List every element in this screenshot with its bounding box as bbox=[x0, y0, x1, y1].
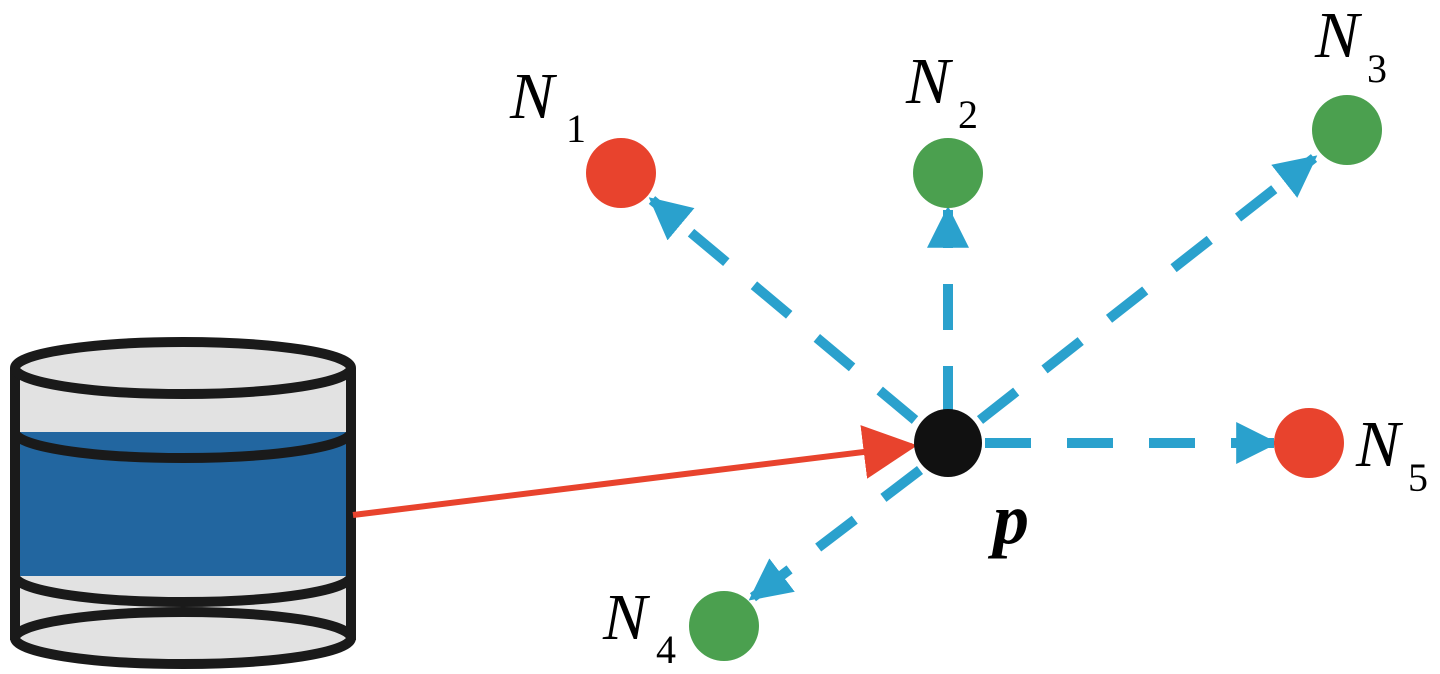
label-n5-sub: 5 bbox=[1408, 455, 1428, 500]
node-n3 bbox=[1312, 95, 1382, 165]
database-upper-divider bbox=[10, 431, 356, 463]
center-point bbox=[914, 409, 982, 477]
node-n4 bbox=[689, 591, 759, 661]
neighbor-arrows bbox=[648, 154, 1318, 602]
label-n3-letter: N bbox=[1314, 0, 1363, 72]
label-n4-sub: 4 bbox=[656, 627, 676, 672]
label-n1-sub: 1 bbox=[566, 106, 586, 151]
database-bottom bbox=[10, 607, 356, 669]
label-n1: N 1 bbox=[509, 60, 586, 151]
database-icon bbox=[10, 337, 356, 669]
label-n1-letter: N bbox=[509, 60, 558, 133]
label-n3: N 3 bbox=[1314, 0, 1387, 91]
label-n3-sub: 3 bbox=[1367, 46, 1387, 91]
arrow-to-n4 bbox=[748, 466, 924, 602]
database-lower-divider bbox=[10, 575, 356, 607]
node-n2 bbox=[913, 138, 983, 208]
center-label: p bbox=[987, 479, 1029, 559]
label-n2: N 2 bbox=[905, 45, 978, 137]
database-top bbox=[10, 337, 356, 399]
label-n5-letter: N bbox=[1355, 408, 1404, 481]
label-n5: N 5 bbox=[1355, 408, 1428, 500]
query-arrow bbox=[352, 425, 918, 518]
label-n4-letter: N bbox=[602, 581, 651, 654]
label-n2-letter: N bbox=[905, 45, 954, 118]
label-n2-sub: 2 bbox=[958, 92, 978, 137]
label-n4: N 4 bbox=[602, 581, 676, 672]
node-n5 bbox=[1274, 408, 1344, 478]
arrow-to-n1 bbox=[648, 196, 919, 424]
arrow-to-n3 bbox=[976, 154, 1318, 424]
node-n1 bbox=[586, 138, 656, 208]
